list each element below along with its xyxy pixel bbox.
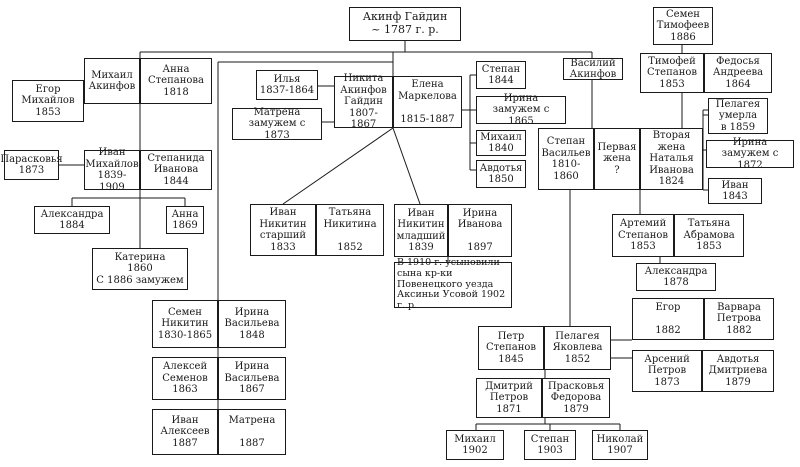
node-varvara: Варвара Петрова 1882 [704, 298, 774, 340]
node-aleksey-semenov: Алексей Семенов 1863 [152, 357, 218, 400]
node-stepan-1903: Степан 1903 [524, 430, 576, 460]
node-stepan-1844: Степан 1844 [476, 61, 526, 89]
node-stepanida: Степанида Иванова 1844 [140, 150, 212, 190]
node-mikhail-akinfov: Михаил Акинфов [84, 58, 140, 104]
node-praskovya: Прасковья Федорова 1879 [542, 378, 610, 418]
node-elena: Елена Маркелова 1815-1887 [393, 76, 462, 128]
node-irina-1872: Ирина замужем с 1872 [706, 137, 794, 171]
node-semen-nikitin: Семен Никитин 1830-1865 [152, 300, 218, 348]
node-anna-stepanova: Анна Степанова 1818 [140, 58, 212, 104]
node-irina-1865: Ирина замужем с 1865 [476, 93, 566, 127]
node-irina-1848: Ирина Васильева 1848 [218, 300, 286, 348]
node-timofey: Тимофей Степанов 1853 [640, 53, 704, 93]
node-petr-stepanov: Петр Степанов 1845 [478, 326, 544, 370]
line-couple-to-ivan-elder [282, 127, 394, 205]
node-paraskovya: Парасковья 1873 [0, 150, 63, 180]
node-ivan-alekseev: Иван Алексеев 1887 [152, 409, 218, 455]
node-ivan-1843: Иван 1843 [708, 178, 762, 204]
node-ivan-mikhailov: Иван Михайлов 1839-1909 [84, 147, 140, 193]
node-pelageya-1859: Пелагея умерла в 1859 [708, 98, 768, 134]
node-akinf: Акинф Гайдин ~ 1787 г. р. [349, 7, 461, 41]
node-irina-ivanova: Ирина Иванова 1897 [448, 204, 512, 257]
node-mikhail-1902: Михаил 1902 [446, 430, 504, 460]
node-tatyana-abramova: Татьяна Абрамова 1853 [674, 214, 744, 257]
node-nikolay: Николай 1907 [592, 430, 648, 460]
node-tatyana-nikitina: Татьяна Никитина 1852 [316, 204, 384, 256]
node-arseny: Арсений Петров 1873 [632, 350, 702, 392]
node-nikita: Никита Акинфов Гайдин 1807-1867 [334, 73, 393, 130]
node-anna-1869: Анна 1869 [166, 206, 204, 234]
node-first-wife: Первая жена ? [594, 128, 640, 190]
node-pelageya-yakovleva: Пелагея Яковлева 1852 [544, 326, 611, 370]
node-vasily-akinfov: Василий Акинфов [563, 58, 623, 80]
node-egor-1882: Егор 1882 [632, 298, 704, 340]
node-mikhail-1840: Михаил 1840 [476, 130, 526, 156]
node-dmitry-petrov: Дмитрий Петров 1871 [476, 378, 542, 418]
node-egor-mikhailov: Егор Михайлов 1853 [12, 80, 84, 122]
node-second-wife: Вторая жена Наталья Иванова 1824 [640, 128, 703, 190]
node-ivan-nikitin-younger: Иван Никитин младший 1839 [394, 204, 448, 257]
node-artemy: Артемий Степанов 1853 [612, 214, 674, 257]
node-avdotya-dmitrieva: Авдотья Дмитриева 1879 [702, 350, 774, 392]
node-avdotya-1850: Авдотья 1850 [476, 160, 526, 188]
node-katerina: Катерина 1860 С 1886 замужем [92, 248, 188, 290]
node-semen-timofeev: Семен Тимофеев 1886 [653, 7, 713, 45]
node-fedosya: Федосья Андреева 1864 [704, 53, 772, 93]
node-aleksandra-1884: Александра 1884 [34, 206, 110, 234]
node-adoption-note: В 1910 г. усыновили сына кр-ки Повенецко… [394, 257, 512, 311]
line-couple-to-ivan-younger [392, 127, 421, 205]
node-matrena-1887: Матрена 1887 [218, 409, 286, 455]
node-ivan-nikitin-elder: Иван Никитин старший 1833 [250, 204, 316, 256]
node-stepan-vasilyev: Степан Васильев 1810-1860 [538, 128, 594, 190]
node-irina-1867: Ирина Васильева 1867 [218, 357, 286, 400]
node-matrena-1873: Матрена замужем с 1873 [232, 107, 322, 141]
node-ilya: Илья 1837-1864 [256, 70, 318, 100]
node-aleksandra-1878: Александра 1878 [636, 263, 716, 291]
